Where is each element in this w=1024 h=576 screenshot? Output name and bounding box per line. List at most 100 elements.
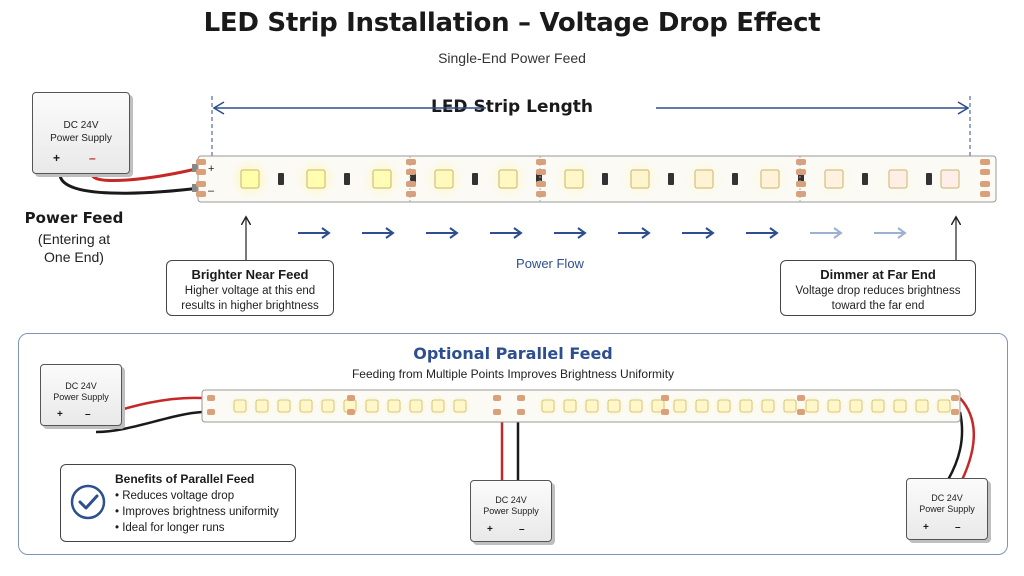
psu-voltage-label: DC 24V bbox=[495, 495, 527, 505]
par-led-chip bbox=[739, 399, 753, 413]
copper-pad bbox=[196, 181, 206, 187]
led-chip bbox=[372, 169, 392, 189]
copper-pad bbox=[980, 181, 990, 187]
copper-pad bbox=[536, 159, 546, 165]
copper-pad bbox=[980, 169, 990, 175]
par-wire-red-right bbox=[959, 397, 975, 481]
led-chip bbox=[940, 169, 960, 189]
par-led-chip bbox=[651, 399, 665, 413]
power-feed-label: Power Feed bbox=[24, 209, 124, 227]
wire-red-top bbox=[90, 166, 201, 182]
power-supply-parallel-right: DC 24V Power Supply + – bbox=[906, 478, 988, 540]
callout-near-heading: Brighter Near Feed bbox=[191, 267, 309, 282]
callout-dimmer-far-end: Dimmer at Far End Voltage drop reduces b… bbox=[780, 260, 976, 316]
psu-minus-terminal: – bbox=[955, 522, 961, 533]
copper-pad bbox=[796, 191, 806, 197]
led-chip bbox=[694, 169, 714, 189]
benefit-item: • Ideal for longer runs bbox=[115, 522, 225, 534]
resistor bbox=[668, 173, 674, 185]
copper-pad bbox=[406, 159, 416, 165]
length-arrow-left bbox=[212, 101, 225, 115]
led-chip bbox=[564, 169, 584, 189]
par-copper-pad bbox=[207, 409, 215, 415]
psu-minus-terminal: – bbox=[519, 524, 525, 535]
par-led-chip bbox=[387, 399, 401, 413]
par-copper-pad bbox=[493, 409, 501, 415]
parallel-feed-title: Optional Parallel Feed bbox=[413, 344, 613, 363]
copper-pad bbox=[796, 159, 806, 165]
resistor bbox=[862, 173, 868, 185]
par-led-chip bbox=[233, 399, 247, 413]
flow-arrow-head bbox=[321, 227, 331, 239]
flow-arrow-head bbox=[449, 227, 459, 239]
par-copper-pad bbox=[207, 395, 215, 401]
par-led-chip bbox=[761, 399, 775, 413]
led-chip bbox=[888, 169, 908, 189]
copper-pad bbox=[406, 181, 416, 187]
callout-far-heading: Dimmer at Far End bbox=[820, 267, 936, 282]
psu-plus-terminal: + bbox=[923, 522, 929, 533]
par-copper-pad bbox=[797, 395, 805, 401]
par-copper-pad bbox=[517, 409, 525, 415]
copper-pad bbox=[980, 191, 990, 197]
parallel-feed-panel bbox=[18, 333, 1008, 555]
led-chip bbox=[306, 169, 326, 189]
psu-voltage-label: DC 24V bbox=[65, 381, 97, 391]
power-feed-sub-line1: (Entering at bbox=[37, 231, 111, 247]
benefits-list: • Reduces voltage drop • Improves bright… bbox=[115, 488, 279, 536]
parallel-feed-subtitle: Feeding from Multiple Points Improves Br… bbox=[351, 367, 675, 381]
copper-pad bbox=[796, 181, 806, 187]
par-led-chip bbox=[607, 399, 621, 413]
length-arrow-right bbox=[957, 101, 970, 115]
par-led-chip bbox=[453, 399, 467, 413]
resistor bbox=[344, 173, 350, 185]
psu-type-label: Power Supply bbox=[50, 133, 112, 144]
par-copper-pad bbox=[347, 395, 355, 401]
page-subtitle: Single-End Power Feed bbox=[438, 50, 586, 66]
par-wire-black-right bbox=[946, 411, 964, 481]
resistor bbox=[278, 173, 284, 185]
benefit-item: • Improves brightness uniformity bbox=[115, 506, 279, 518]
flow-arrow-head bbox=[641, 227, 651, 239]
par-copper-pad bbox=[951, 395, 959, 401]
par-copper-pad bbox=[661, 409, 669, 415]
par-led-chip bbox=[915, 399, 929, 413]
power-flow-label: Power Flow bbox=[516, 256, 584, 271]
copper-pad bbox=[406, 191, 416, 197]
par-led-chip bbox=[783, 399, 797, 413]
par-led-chip bbox=[255, 399, 269, 413]
benefits-heading: Benefits of Parallel Feed bbox=[115, 472, 255, 486]
psu-minus-terminal: – bbox=[89, 151, 96, 165]
callout-far-line1: Voltage drop reduces brightness bbox=[795, 285, 961, 297]
par-led-chip bbox=[827, 399, 841, 413]
par-led-chip bbox=[563, 399, 577, 413]
flow-arrow-head bbox=[897, 227, 907, 239]
strip-length-label: LED Strip Length bbox=[430, 97, 593, 117]
copper-pad bbox=[536, 191, 546, 197]
resistor bbox=[732, 173, 738, 185]
par-led-chip bbox=[299, 399, 313, 413]
par-led-chip bbox=[277, 399, 291, 413]
callout-brighter-near-feed: Brighter Near Feed Higher voltage at thi… bbox=[166, 260, 334, 316]
strip-minus-mark: – bbox=[208, 185, 215, 197]
par-copper-pad bbox=[951, 409, 959, 415]
par-copper-pad bbox=[797, 409, 805, 415]
par-led-chip bbox=[365, 399, 379, 413]
par-wire-black-left bbox=[95, 410, 203, 434]
flow-arrow-head bbox=[385, 227, 395, 239]
flow-arrow-head bbox=[769, 227, 779, 239]
copper-pad bbox=[536, 169, 546, 175]
flow-arrow-head bbox=[513, 227, 523, 239]
page-title: LED Strip Installation – Voltage Drop Ef… bbox=[203, 8, 821, 38]
benefit-item: • Reduces voltage drop bbox=[115, 490, 235, 502]
callout-near-line2: results in higher brightness bbox=[181, 300, 319, 312]
par-led-chip bbox=[849, 399, 863, 413]
led-chip bbox=[760, 169, 780, 189]
psu-minus-terminal: – bbox=[85, 409, 91, 420]
psu-type-label: Power Supply bbox=[53, 392, 109, 402]
power-supply-parallel-left: DC 24V Power Supply + – bbox=[40, 364, 122, 426]
par-led-chip bbox=[321, 399, 335, 413]
power-feed-sub-line2: One End) bbox=[44, 249, 104, 265]
copper-pad bbox=[536, 181, 546, 187]
